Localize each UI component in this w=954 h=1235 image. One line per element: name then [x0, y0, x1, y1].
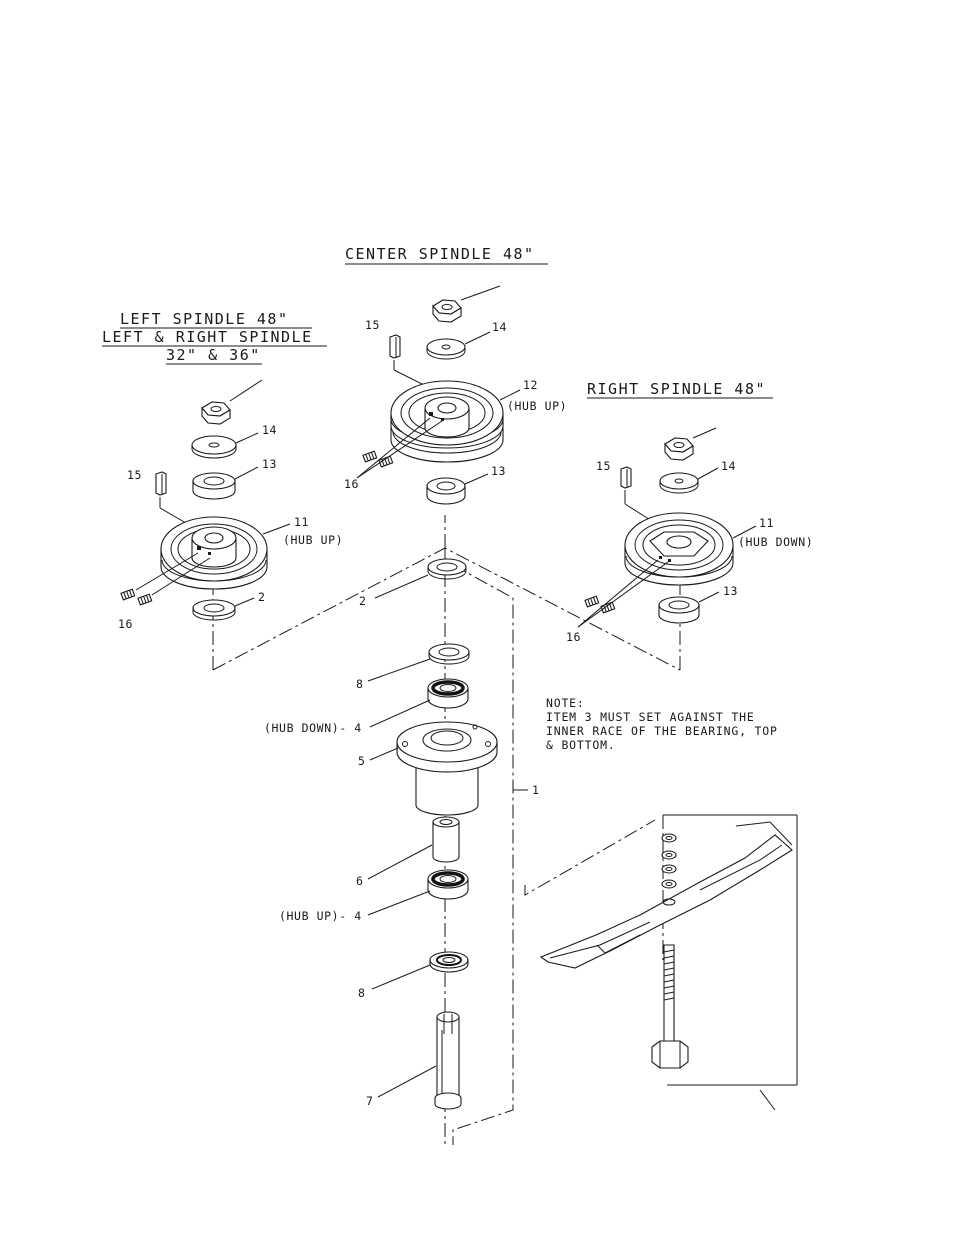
spindle-housing-5-icon: [397, 722, 497, 815]
right-spindle-title: RIGHT SPINDLE 48": [587, 380, 766, 398]
left-spacer-13-icon: [193, 473, 235, 499]
callout-4-hub-up: (HUB UP)- 4: [279, 909, 362, 923]
center-spacer-13-icon: [427, 478, 465, 504]
left-callout-14: 14: [262, 423, 277, 437]
right-spacer-13-icon: [659, 597, 699, 623]
note-line-1: ITEM 3 MUST SET AGAINST THE: [546, 710, 755, 724]
left-callout-11-note: (HUB UP): [283, 533, 343, 547]
callout-8-top: 8: [356, 677, 364, 691]
right-callout-14: 14: [721, 459, 736, 473]
left-set-screws-16-icon: [121, 589, 152, 605]
center-washer-14-icon: [427, 339, 465, 359]
center-washer-2-icon: [428, 559, 466, 579]
right-washer-14-icon: [660, 473, 698, 493]
blade-bolt-icon: [652, 945, 688, 1068]
left-callout-13: 13: [262, 457, 277, 471]
right-callout-11: 11: [759, 516, 774, 530]
center-bearing-top-icon: [428, 679, 468, 708]
left-spindle-title-line3: 32" & 36": [166, 346, 261, 364]
right-callout-13: 13: [723, 584, 738, 598]
right-callout-15: 15: [596, 459, 611, 473]
center-washer-8-bottom-icon: [430, 952, 468, 972]
center-hex-nut-icon: [433, 300, 461, 322]
right-hex-nut-icon: [665, 438, 693, 460]
callout-1: 1: [532, 783, 540, 797]
callout-4-hub-down: (HUB DOWN)- 4: [264, 721, 362, 735]
center-spindle-title: CENTER SPINDLE 48": [345, 245, 535, 263]
callout-14: 14: [492, 320, 507, 334]
blade-washers-icon: [662, 834, 676, 888]
center-key-15-icon: [390, 335, 400, 358]
center-pulley-12-icon: [391, 381, 503, 462]
callout-12: 12: [523, 378, 538, 392]
note-heading: NOTE:: [546, 696, 585, 710]
note-line-3: & BOTTOM.: [546, 738, 616, 752]
callout-5: 5: [358, 754, 366, 768]
callout-12-note: (HUB UP): [507, 399, 567, 413]
callout-2: 2: [359, 594, 367, 608]
right-callout-11-note: (HUB DOWN): [738, 535, 813, 549]
right-callout-16: 16: [566, 630, 581, 644]
right-key-15-icon: [621, 467, 631, 488]
left-pulley-11-icon: [161, 517, 267, 589]
callout-15: 15: [365, 318, 380, 332]
center-washer-8-icon: [429, 644, 469, 664]
assembly-note: NOTE: ITEM 3 MUST SET AGAINST THE INNER …: [546, 696, 778, 752]
left-spindle-title-line1: LEFT SPINDLE 48": [120, 310, 289, 328]
spindle-spacer-6-icon: [433, 817, 459, 862]
left-spindle-title-line2: LEFT & RIGHT SPINDLE: [102, 328, 313, 346]
callout-7: 7: [366, 1094, 374, 1108]
callout-6: 6: [356, 874, 364, 888]
left-callout-16: 16: [118, 617, 133, 631]
left-callout-11: 11: [294, 515, 309, 529]
left-callout-2: 2: [258, 590, 266, 604]
callout-13: 13: [491, 464, 506, 478]
center-bearing-bottom-icon: [428, 870, 468, 899]
spindle-shaft-7-icon: [435, 1012, 461, 1109]
callout-16: 16: [344, 477, 359, 491]
left-washer-14-icon: [192, 436, 236, 458]
note-line-2: INNER RACE OF THE BEARING, TOP: [546, 724, 778, 738]
callout-8-bottom: 8: [358, 986, 366, 1000]
left-washer-2-icon: [193, 600, 235, 620]
left-key-15-icon: [156, 472, 166, 495]
right-set-screws-16-icon: [585, 596, 615, 613]
left-hex-nut-icon: [202, 402, 230, 424]
left-callout-15: 15: [127, 468, 142, 482]
